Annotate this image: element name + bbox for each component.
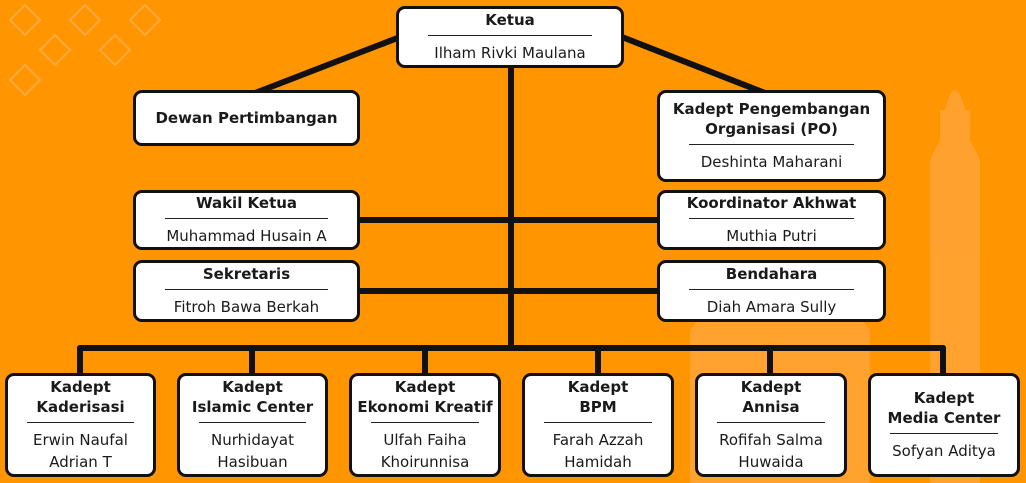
node-person: Muthia Putri: [726, 227, 817, 245]
node-person: Nurhidayat Hasibuan: [211, 431, 294, 471]
node-person: Diah Amara Sully: [706, 298, 837, 316]
node-dept-islamic-center: Kadept Islamic Center Nurhidayat Hasibua…: [177, 373, 328, 477]
node-bendahara: Bendahara Diah Amara Sully: [657, 260, 886, 322]
line-ketua-po: [619, 34, 773, 98]
node-dept-annisa: Kadept Annisa Rofifah Salma Huwaida: [695, 373, 847, 477]
divider: [716, 422, 826, 423]
divider: [889, 433, 999, 434]
node-ketua: Ketua Ilham Rivki Maulana: [396, 6, 624, 68]
node-role: Kadept Annisa: [740, 378, 802, 416]
divider: [688, 289, 854, 290]
node-role: Kadept Kaderisasi: [36, 378, 125, 416]
node-role: Koordinator Akhwat: [686, 194, 857, 212]
node-role: Bendahara: [725, 265, 818, 283]
line-ketua-dewan: [247, 34, 403, 98]
node-person: Farah Azzah Hamidah: [552, 431, 644, 471]
divider: [543, 422, 653, 423]
node-role: Sekretaris: [202, 265, 291, 283]
divider: [427, 35, 593, 36]
node-person: Rofifah Salma Huwaida: [719, 431, 823, 471]
node-person: Ilham Rivki Maulana: [434, 44, 586, 62]
node-dept-bpm: Kadept BPM Farah Azzah Hamidah: [522, 373, 674, 477]
divider: [688, 144, 854, 145]
node-kadept-po: Kadept Pengembangan Organisasi (PO) Desh…: [657, 90, 886, 182]
node-person: Erwin Naufal Adrian T: [33, 431, 128, 471]
divider: [26, 422, 135, 423]
node-role: Kadept Pengembangan Organisasi (PO): [672, 100, 871, 138]
node-sekretaris: Sekretaris Fitroh Bawa Berkah: [133, 260, 360, 322]
node-dept-ekonomi-kreatif: Kadept Ekonomi Kreatif Ulfah Faiha Khoir…: [349, 373, 501, 477]
divider: [198, 422, 307, 423]
node-person: Deshinta Maharani: [700, 153, 843, 171]
divider: [688, 218, 854, 219]
divider: [370, 422, 480, 423]
node-role: Dewan Pertimbangan: [155, 109, 338, 127]
node-role: Wakil Ketua: [195, 194, 298, 212]
node-koordinator-akhwat: Koordinator Akhwat Muthia Putri: [657, 190, 886, 250]
node-person: Fitroh Bawa Berkah: [173, 298, 320, 316]
node-role: Ketua: [485, 11, 535, 29]
divider: [164, 289, 329, 290]
divider: [164, 218, 329, 219]
pattern-ornament: [8, 3, 162, 97]
node-person: Sofyan Aditya: [892, 442, 996, 460]
node-role: Kadept Islamic Center: [191, 378, 314, 416]
node-wakil-ketua: Wakil Ketua Muhammad Husain A: [133, 190, 360, 250]
node-person: Muhammad Husain A: [166, 227, 327, 245]
node-role: Kadept BPM: [567, 378, 629, 416]
node-dewan-pertimbangan: Dewan Pertimbangan: [133, 90, 360, 146]
node-dept-kaderisasi: Kadept Kaderisasi Erwin Naufal Adrian T: [5, 373, 156, 477]
node-dept-media-center: Kadept Media Center Sofyan Aditya: [868, 373, 1020, 477]
node-role: Kadept Media Center: [887, 389, 1001, 427]
node-person: Ulfah Faiha Khoirunnisa: [380, 431, 470, 471]
node-role: Kadept Ekonomi Kreatif: [357, 378, 493, 416]
